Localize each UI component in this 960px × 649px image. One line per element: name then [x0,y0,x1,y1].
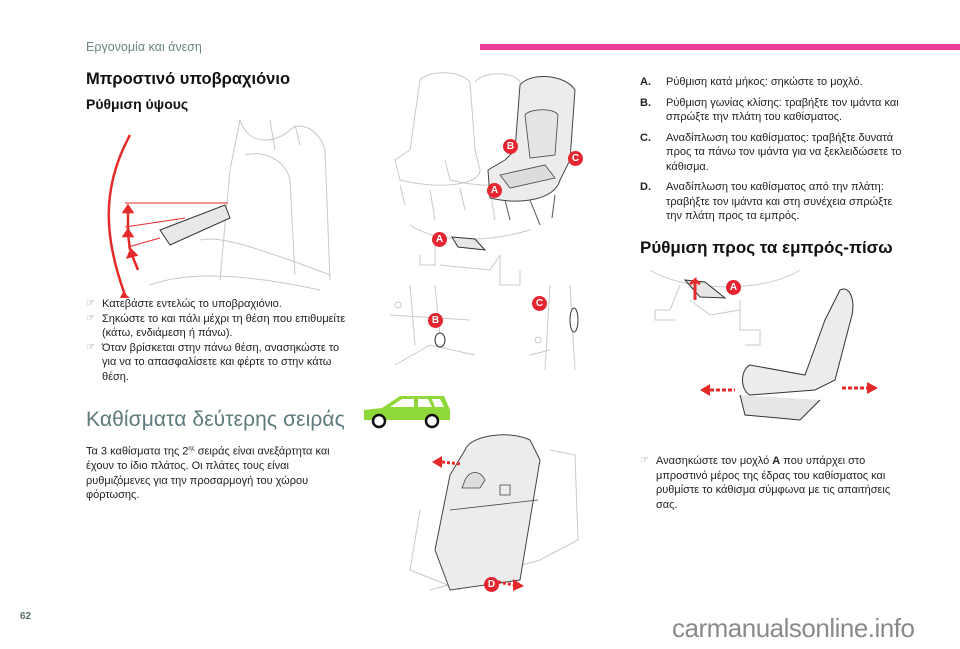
controls-legend: A. Ρύθμιση κατά μήκος: σηκώστε το μοχλό.… [640,75,910,230]
label-badge-b: B [428,313,443,328]
legend-item-a: A. Ρύθμιση κατά μήκος: σηκώστε το μοχλό. [640,76,863,88]
section-header-label: Εργονομία και άνεση [86,40,202,54]
pointing-hand-icon: ☞ [86,341,95,353]
label-badge-a: A [432,232,447,247]
armrest-shape [159,204,231,246]
folding-seat-illustration [409,434,579,591]
arrow-right-icon [497,579,524,591]
car-icon [364,396,450,429]
armrest-instructions: ☞ Κατεβάστε εντελώς το υποβραχιόνιο. ☞ Σ… [86,297,351,384]
travel-arc [107,134,132,296]
second-row-seats-title: Καθίσματα δεύτερης σειράς [86,408,345,431]
three-seats-illustration [394,72,576,226]
watermark: carmanualsonline.info [672,613,915,643]
label-badge-b: B [503,139,518,154]
arrow-left-icon [700,384,735,396]
instruction-item: ☞ Ανασηκώστε τον μοχλό A που υπάρχει στο… [640,455,891,511]
fore-aft-adjust-title: Ρύθμιση προς τα εμπρός-πίσω [640,238,893,257]
legend-item-c: C. Αναδίπλωση του καθίσματος: τραβήξτε δ… [640,131,902,173]
instruction-item: ☞ Όταν βρίσκεται στην πάνω θέση, ανασηκώ… [86,341,340,383]
armrest-illustration [107,119,331,298]
label-badge-c: C [532,296,547,311]
label-badge-c: C [568,151,583,166]
fore-aft-illustration [649,269,854,421]
legend-item-b: B. Ρύθμιση γωνίας κλίσης: τραβήξτε τον ι… [640,96,899,124]
lever-a-detail [409,224,531,286]
arrow-left-icon [432,456,462,468]
instruction-item: ☞ Σηκώστε το και πάλι μέχρι τη θέση που … [86,312,346,340]
label-badge-a: A [726,280,741,295]
legend-item-d: D. Αναδίπλωση του καθίσματος από την πλά… [640,181,893,222]
instruction-item: ☞ Κατεβάστε εντελώς το υποβραχιόνιο. [86,298,282,310]
strap-b-detail [389,284,476,366]
strap-c-detail [529,284,579,371]
label-badge-a: A [487,183,502,198]
height-adjust-subtitle: Ρύθμιση ύψους [86,96,189,112]
arrow-right-icon [842,382,878,394]
page-number: 62 [20,611,32,622]
fore-aft-instruction: ☞ Ανασηκώστε τον μοχλό A που υπάρχει στο… [640,454,905,512]
pointing-hand-icon: ☞ [86,298,95,309]
second-row-description: Τα 3 καθίσματα της 2ης σειράς είναι ανεξ… [86,445,330,502]
pointing-hand-icon: ☞ [640,455,649,466]
pointing-hand-icon: ☞ [86,312,95,324]
label-badge-d: D [484,577,499,592]
armrest-title: Μπροστινό υποβραχιόνιο [86,70,291,88]
accent-bar [480,44,960,50]
